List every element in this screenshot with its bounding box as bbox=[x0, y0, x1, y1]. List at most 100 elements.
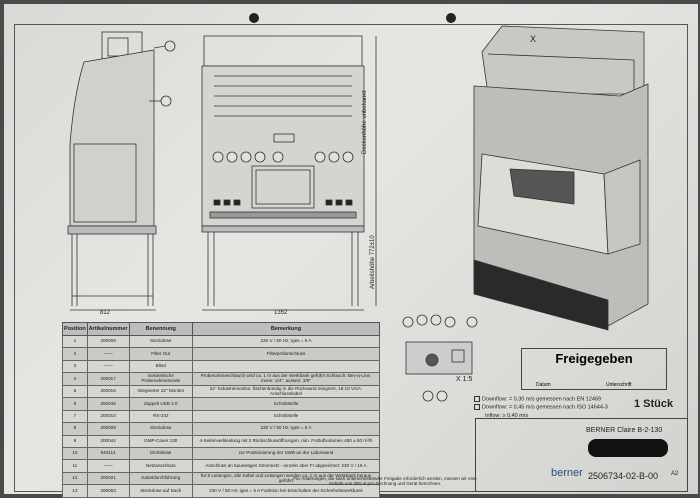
dimension-ceiling-height: Deckenhöhe unbekannt bbox=[362, 90, 368, 154]
downflow-option-1[interactable]: Downflow: = 0,30 m/s gemessen nach EN 12… bbox=[474, 396, 601, 402]
table-cell: 200010 bbox=[86, 409, 130, 424]
table-cell: Integrierter 22" Monitor bbox=[128, 384, 193, 399]
table-cell: 4 bbox=[62, 372, 88, 386]
table-cell: 2 bbox=[62, 347, 88, 361]
binder-hole bbox=[249, 13, 259, 23]
paper-format: A2 bbox=[671, 471, 679, 477]
approval-title: Freigegeben bbox=[555, 351, 633, 366]
table-cell: Filter Out bbox=[128, 347, 193, 361]
table-cell: 7 bbox=[62, 409, 88, 424]
table-cell: 13 bbox=[62, 484, 88, 498]
table-cell: 4-Seitenverkleidung mit 2 Rückschlussöff… bbox=[191, 434, 381, 448]
table-cell: 8 bbox=[62, 422, 88, 436]
table-cell: Blind bbox=[128, 359, 193, 374]
table-cell: 200018 bbox=[86, 384, 130, 399]
drawing-sheet: 812 1352 Deckenhöhe unbekannt Arbeitshöh… bbox=[4, 4, 698, 498]
table-cell: 12 bbox=[62, 471, 88, 486]
table-cell: —— bbox=[86, 359, 130, 374]
column-header: Position bbox=[62, 322, 88, 336]
table-cell: 200021 bbox=[86, 471, 130, 486]
table-cell: 200009 bbox=[86, 422, 130, 436]
table-cell: 200009 bbox=[86, 334, 130, 349]
redacted-field bbox=[588, 439, 668, 457]
downflow-1-text: Downflow: = 0,30 m/s gemessen nach EN 12… bbox=[482, 396, 602, 403]
table-cell: 22" Industriemonitor, flächenbündig in d… bbox=[191, 384, 381, 399]
dimension-work-height: Arbeitshöhe 772±10 bbox=[370, 235, 376, 289]
table-cell: Steckdose bbox=[128, 422, 193, 436]
column-header: Bemerkung bbox=[191, 322, 381, 336]
table-cell: —— bbox=[86, 347, 130, 361]
table-cell: Steckdose bbox=[128, 334, 193, 349]
table-cell: —— bbox=[86, 459, 130, 473]
inflow-text: Inflow: ≥ 0,40 m/s bbox=[485, 413, 529, 419]
column-header: Artikelnummer bbox=[86, 322, 130, 336]
table-cell: doppelt USB 2.0 bbox=[128, 397, 193, 411]
quantity: 1 Stück bbox=[634, 398, 674, 410]
table-cell: 230 V / 50 Hz; Iges = 5 A bbox=[191, 334, 381, 349]
table-cell bbox=[191, 359, 381, 374]
date-label: Datum bbox=[536, 382, 551, 388]
column-header: Benennung bbox=[128, 322, 193, 336]
table-row: 3——Blind bbox=[62, 359, 381, 374]
checkbox[interactable] bbox=[474, 396, 480, 402]
dimension-width-side: 812 bbox=[100, 310, 111, 316]
detail-view bbox=[402, 314, 478, 402]
table-cell: Probenahmeschlauch wird ca. 1 m aus der … bbox=[191, 372, 381, 386]
footer-note: Für Änderungen, die nach unterschriebend… bbox=[293, 476, 477, 486]
table-cell: 200046 bbox=[86, 397, 130, 411]
title-block: BERNER Claire B-2-130 berner 2506734-02-… bbox=[475, 418, 688, 492]
table-cell: 940114 bbox=[86, 446, 130, 461]
table-cell: Filterprüfanschluss bbox=[191, 347, 381, 361]
drawing-number: 2506734-02-B-00 bbox=[588, 471, 659, 481]
checkbox[interactable] bbox=[474, 404, 480, 410]
signature-label: Unterschrift bbox=[606, 382, 632, 388]
table-cell: RS-232 bbox=[128, 409, 193, 424]
product-name: BERNER Claire B-2-130 bbox=[586, 427, 663, 434]
table-cell: 10 bbox=[62, 446, 88, 461]
table-cell: 11 bbox=[62, 459, 88, 473]
table-cell: 6 bbox=[62, 397, 88, 411]
table-cell: Netzanschluss bbox=[128, 459, 193, 473]
isometric-view bbox=[473, 25, 649, 331]
dimension-width-front: 1352 bbox=[274, 310, 288, 316]
table-cell: Anschluss an bauseitiges Stromnetz - ein… bbox=[191, 459, 381, 473]
downflow-2-text: Downflow: = 0,45 m/s gemessen nach ISO 1… bbox=[482, 404, 608, 411]
berner-logo: berner bbox=[551, 467, 583, 479]
table-cell: 5 bbox=[62, 384, 88, 399]
table-cell: Dichtleiste bbox=[128, 446, 193, 461]
table-cell: Schnittstelle bbox=[191, 397, 381, 411]
table-cell: 230 V / 50 Hz; Iges = 5 A Funktion bei E… bbox=[191, 484, 381, 498]
table-cell: 200063 bbox=[86, 484, 130, 498]
detail-scale: X 1:5 bbox=[456, 376, 473, 383]
approval-box: Freigegeben Datum Unterschrift bbox=[521, 348, 667, 390]
table-cell: Schnittstelle bbox=[191, 409, 381, 424]
downflow-option-2[interactable]: Downflow: = 0,45 m/s gemessen nach ISO 1… bbox=[474, 404, 608, 410]
table-cell: isokinetische Probenahmesonde bbox=[128, 372, 193, 386]
side-view bbox=[67, 31, 176, 311]
table-cell: 1 bbox=[62, 334, 88, 349]
technical-drawing bbox=[67, 13, 649, 402]
table-cell: 200044 bbox=[86, 434, 130, 448]
table-cell: GMP-Cover 130 bbox=[128, 434, 193, 448]
table-cell: 9 bbox=[62, 434, 88, 448]
binder-hole bbox=[446, 13, 456, 23]
table-cell: Kabeldurchführung bbox=[128, 471, 193, 486]
table-cell: 200017 bbox=[86, 372, 130, 386]
front-view bbox=[201, 35, 377, 311]
detail-marker: X bbox=[530, 34, 537, 44]
table-cell: 3 bbox=[62, 359, 88, 374]
table-cell: zur Positionierung der SWB an der Laborw… bbox=[191, 446, 381, 461]
table-cell: Steckdose auf Dach bbox=[128, 484, 193, 498]
